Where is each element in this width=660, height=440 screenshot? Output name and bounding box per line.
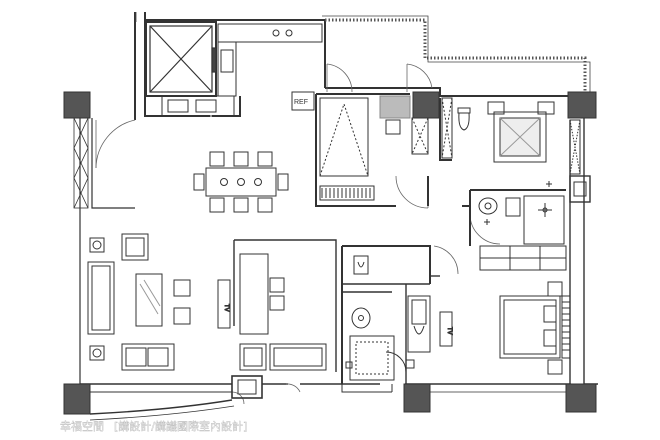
corridor-cabinets: [479, 245, 567, 271]
watermark: 幸福空間 [講設計/講議國際室內設計]: [60, 419, 248, 433]
column-bottom-left: [63, 383, 91, 415]
column-mid-top: [412, 91, 440, 119]
watermark-brand: 幸福空間: [60, 419, 104, 433]
bath-middle: [462, 189, 566, 246]
living-room: TV: [87, 233, 231, 371]
fridge-label: REF: [294, 99, 308, 106]
dining-set: [193, 151, 289, 213]
column-top-left: [63, 91, 91, 119]
column-top-right: [567, 91, 597, 119]
watermark-credit: [講設計/講議國際室內設計]: [114, 419, 247, 433]
bed-small: [319, 95, 429, 201]
left-window: [73, 117, 89, 209]
study-room: [233, 239, 337, 372]
balcony-railing: [325, 18, 587, 92]
column-bottom-right: [565, 383, 597, 413]
bedroom-small: [315, 93, 429, 207]
bottom-balcony: [89, 375, 566, 421]
tv-label-living: TV: [223, 304, 229, 312]
balcony-railing-inner: [135, 12, 591, 92]
fridge: REF: [291, 91, 315, 111]
plumbing-markers: [345, 181, 552, 369]
bedroom-top-right: [439, 97, 591, 203]
kitchen: [161, 23, 323, 117]
elevator-shaft: [145, 21, 217, 97]
master-bedroom: TV: [430, 275, 571, 375]
column-bottom-mid: [403, 383, 431, 413]
tv-label-master: TV: [446, 327, 452, 335]
structural-columns: [63, 91, 597, 415]
bath-center: [341, 245, 431, 384]
